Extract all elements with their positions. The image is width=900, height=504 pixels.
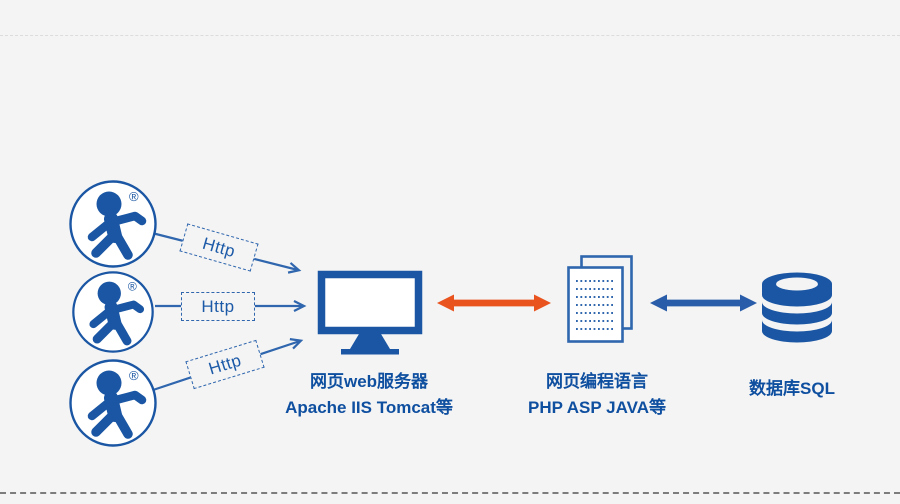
monitor-stand xyxy=(350,334,390,349)
mascot-figure xyxy=(87,370,147,439)
web-server-subtitle: Apache IIS Tomcat等 xyxy=(285,398,453,417)
mascot-figure xyxy=(89,281,145,346)
language-subtitle: PHP ASP JAVA等 xyxy=(528,398,666,417)
document-text-lines xyxy=(576,279,614,331)
user-icon-3: ® xyxy=(69,359,157,447)
http-label-middle: Http xyxy=(181,292,255,321)
double-arrow-blue xyxy=(650,294,757,312)
monitor-screen xyxy=(317,270,423,335)
registered-mark: ® xyxy=(129,189,139,204)
double-arrow-orange xyxy=(437,294,551,312)
registered-mark: ® xyxy=(128,280,137,294)
database-label: 数据库SQL xyxy=(749,379,835,398)
database-icon xyxy=(762,272,832,343)
user-icon-1: ® xyxy=(69,180,157,268)
web-server-title: 网页web服务器 xyxy=(309,372,429,391)
user-icon-2: ® xyxy=(72,271,154,353)
monitor-base xyxy=(341,349,399,355)
database-top-hole xyxy=(776,277,818,291)
language-title: 网页编程语言 xyxy=(546,372,648,391)
registered-mark: ® xyxy=(129,368,139,383)
bottom-guide-dashed-line xyxy=(0,492,900,494)
mascot-figure xyxy=(87,191,147,260)
documents-icon xyxy=(567,255,633,343)
language-label: 网页编程语言 PHP ASP JAVA等 xyxy=(487,369,707,421)
top-guide-dashed-line xyxy=(0,35,900,36)
web-server-label: 网页web服务器 Apache IIS Tomcat等 xyxy=(259,369,479,421)
monitor-icon xyxy=(317,270,423,355)
